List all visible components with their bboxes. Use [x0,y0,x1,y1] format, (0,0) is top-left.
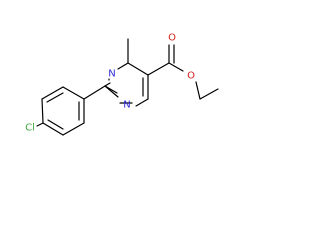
bond [62,122,85,136]
ester-group [147,44,219,100]
pyrimidine-ring [104,38,149,107]
bond [199,88,219,100]
bond [46,92,64,103]
bond [36,122,44,127]
molecule-drawing: Cl N N O O [0,0,223,148]
bond [42,122,64,136]
bond [127,62,149,76]
bond [41,86,64,100]
bond [83,85,106,100]
bond [147,62,170,76]
bond [135,98,149,107]
bond [62,86,85,100]
bond [104,85,119,98]
bond [117,62,129,70]
atom-label-o-carbonyl: O [168,33,176,44]
atom-label-n: N [108,69,115,80]
bond [47,119,64,130]
chlorophenyl-ring [36,85,106,136]
atom-label-cl: Cl [25,123,35,134]
bond [41,98,44,124]
atom-label-n: N [123,100,130,111]
bond [168,62,184,72]
bond [104,82,111,87]
atom-label-o-ester: O [187,71,195,82]
bond [195,81,201,100]
structure-svg: Cl N N O O [25,33,219,136]
